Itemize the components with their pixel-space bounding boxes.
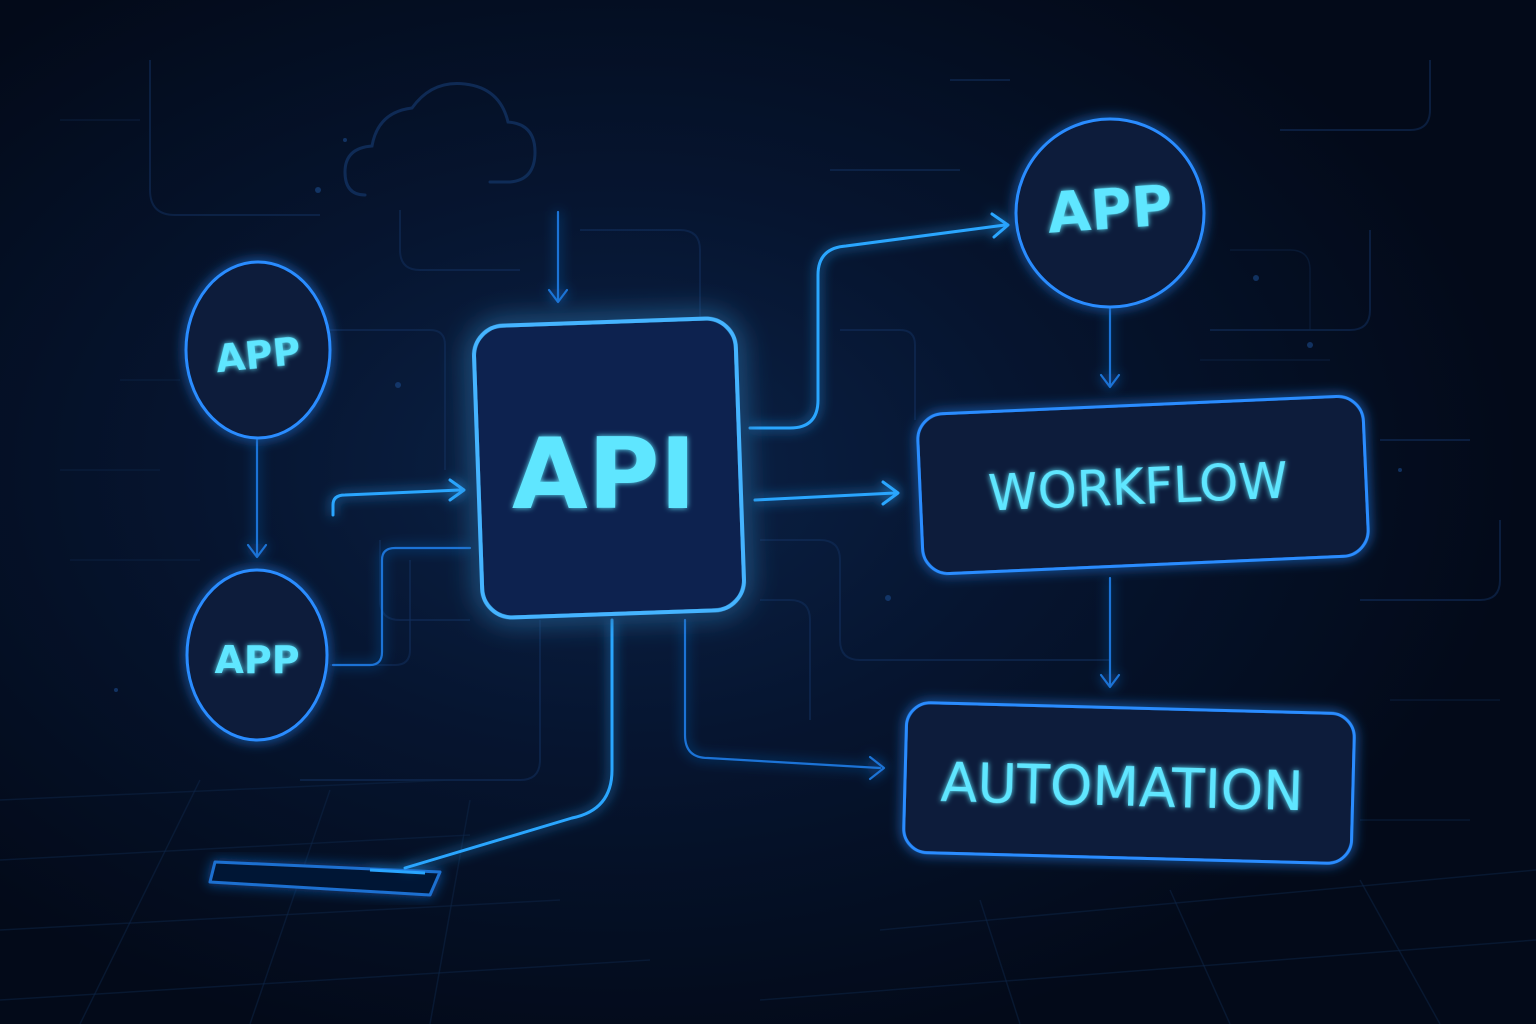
arrowhead-app-to-workflow	[1099, 373, 1121, 389]
cloud-icon	[343, 82, 537, 197]
workflow-node-label: WORKFLOW	[987, 451, 1289, 522]
app-node-label: APP	[213, 329, 302, 382]
connections	[246, 210, 1121, 870]
app-node-bottom-left[interactable]: APP	[185, 568, 329, 742]
arrowhead-app-to-app-left	[246, 543, 268, 559]
background-dots	[114, 138, 1402, 692]
background-traces	[0, 60, 1536, 1024]
connector-api-to-app-right	[748, 223, 1007, 430]
connector-api-to-workflow	[753, 491, 897, 502]
workflow-node[interactable]: WORKFLOW	[916, 394, 1370, 576]
app-node-top-left[interactable]: APP	[184, 260, 332, 440]
connector-api-to-device	[403, 618, 614, 870]
connector-app-bottom-to-api	[331, 546, 472, 667]
arrowhead-app-to-api	[448, 478, 466, 502]
api-node-label: API	[512, 418, 696, 532]
arrowhead-cloud-to-api	[547, 288, 569, 304]
automation-node-label: AUTOMATION	[940, 751, 1305, 823]
api-node[interactable]: API	[472, 316, 746, 620]
automation-node[interactable]: AUTOMATION	[902, 701, 1356, 865]
arrowhead-api-to-app-right	[990, 212, 1010, 239]
device-icon	[208, 860, 442, 897]
app-node-label: APP	[1045, 173, 1175, 247]
arrowhead-api-to-workflow	[881, 480, 900, 506]
app-node-label: APP	[214, 638, 299, 682]
arrowhead-api-to-automation	[868, 755, 886, 781]
arrowhead-workflow-to-automation	[1099, 673, 1121, 689]
connector-app-to-api	[331, 488, 462, 517]
app-node-top-right[interactable]: APP	[1014, 117, 1206, 309]
connector-api-to-automation	[683, 618, 882, 770]
